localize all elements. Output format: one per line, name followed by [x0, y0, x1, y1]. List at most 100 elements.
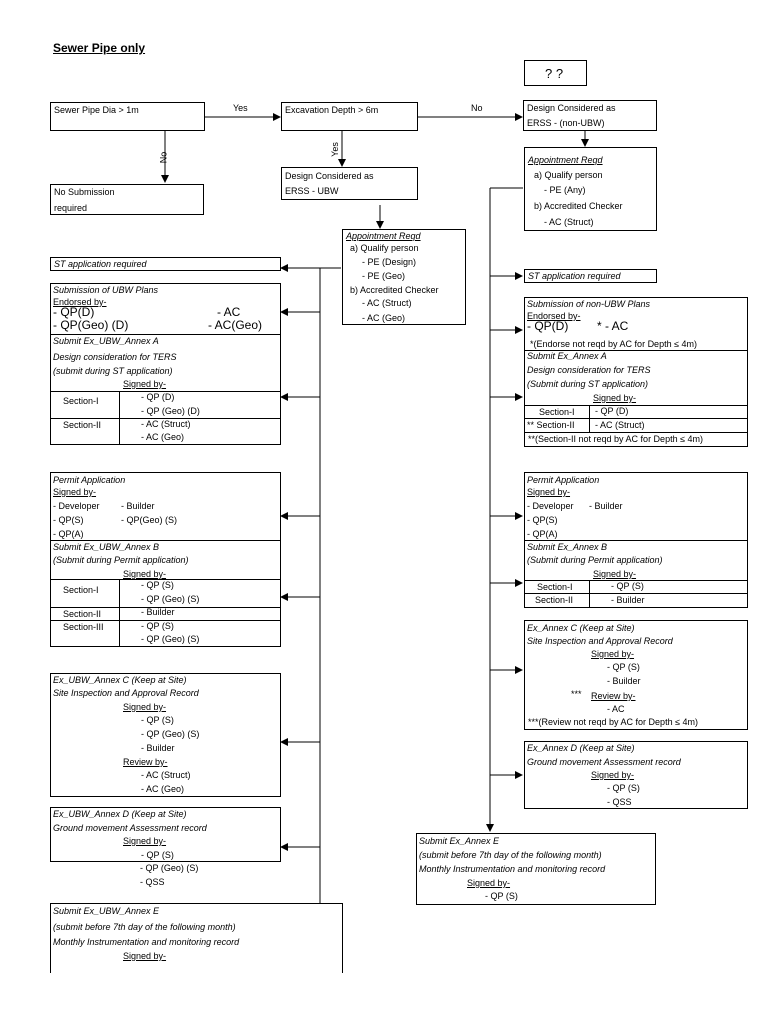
annex-e-line: (submit before 7th day of the following …	[419, 850, 602, 860]
reviewer: - AC	[607, 704, 625, 714]
section-label: Section-II	[63, 420, 102, 430]
appointment-mid-title: Appointment Reqd	[346, 231, 421, 241]
section-value: - QP (S)	[141, 580, 174, 590]
section-label: Section-I	[539, 407, 575, 417]
nonubw-note: **(Section-II not reqd by AC for Depth ≤…	[528, 434, 704, 444]
ubw-line-1: Design Considered as	[285, 171, 374, 181]
permit-signer: - QP(A)	[527, 529, 558, 539]
annex-e-title: Submit Ex_Annex E	[419, 836, 500, 846]
ubw-annex-b-title: Submit Ex_UBW_Annex B	[53, 542, 160, 552]
ubw-annex-d-title: Ex_UBW_Annex D (Keep at Site)	[53, 809, 187, 819]
appointment-right-box: Appointment Reqd a) Qualify person - PE …	[524, 147, 657, 231]
annex-a-line: Design consideration for TERS	[527, 365, 651, 375]
ubw-annex-a-line: Design consideration for TERS	[53, 352, 177, 362]
ubw-plans-title: Submission of UBW Plans	[53, 285, 159, 295]
permit-left-signed: Signed by-	[53, 487, 97, 497]
section-value: - AC (Geo)	[141, 432, 185, 442]
section-value: - QP (S)	[611, 581, 644, 591]
signer: - Builder	[141, 743, 175, 753]
divider	[51, 334, 280, 335]
ubw-annex-d-signed: Signed by-	[123, 836, 167, 846]
annex-e-box: Submit Ex_Annex E (submit before 7th day…	[416, 833, 656, 905]
section-value: - QP (D)	[595, 406, 629, 416]
nonubw-box: Design Considered as ERSS - (non-UBW)	[523, 100, 657, 131]
annex-c-note: ***(Review not reqd by AC for Depth ≤ 4m…	[528, 717, 699, 727]
section-value: - AC (Struct)	[595, 420, 645, 430]
permit-right-box: Permit Application Signed by- - Develope…	[524, 472, 748, 608]
annex-c-stars: ***	[571, 689, 582, 699]
ubw-plans-endorser: - QP(D)	[53, 305, 95, 319]
ubw-annex-c-box: Ex_UBW_Annex C (Keep at Site) Site Inspe…	[50, 673, 281, 797]
question-box: ? ?	[524, 60, 587, 86]
annex-d-box: Ex_Annex D (Keep at Site) Ground movemen…	[524, 741, 748, 809]
section-label: Section-III	[63, 622, 104, 632]
ubw-annex-e-line: Monthly Instrumentation and monitoring r…	[53, 937, 240, 947]
section-label: ** Section-II	[527, 420, 575, 430]
appointment-right-line: b) Accredited Checker	[534, 201, 623, 211]
permit-signer: - Builder	[121, 501, 155, 511]
reviewer: - AC (Geo)	[141, 784, 185, 794]
section-value: - Builder	[141, 607, 175, 617]
section-label: Section-I	[63, 585, 99, 595]
divider	[525, 350, 747, 351]
signer: - QP (S)	[607, 783, 640, 793]
nonubw-plans-title: Submission of non-UBW Plans	[527, 299, 651, 309]
permit-signer: - QP(S)	[527, 515, 558, 525]
divider	[525, 405, 747, 406]
nonubw-line-2: ERSS - (non-UBW)	[527, 118, 605, 128]
appointment-mid-line: a) Qualify person	[350, 243, 419, 253]
st-app-right-box: ST application required	[524, 269, 657, 283]
no-submission-line-1: No Submission	[54, 187, 115, 197]
ubw-annex-b-signed: Signed by-	[123, 569, 167, 579]
nonubw-plans-endorser: * - AC	[597, 319, 629, 333]
nonubw-plans-endorser: - QP(D)	[527, 319, 569, 333]
appointment-mid-line: - AC (Struct)	[362, 298, 412, 308]
annex-b-title: Submit Ex_Annex B	[527, 542, 608, 552]
ubw-annex-c-sub: Site Inspection and Approval Record	[53, 688, 199, 698]
permit-right-signed: Signed by-	[527, 487, 571, 497]
appointment-mid-line: - PE (Geo)	[362, 271, 406, 281]
signer: - QP (S)	[141, 850, 174, 860]
section-value: - Builder	[611, 595, 645, 605]
signer: - QP (S)	[141, 715, 174, 725]
ubw-plans-box: Submission of UBW Plans Endorsed by- - Q…	[50, 283, 281, 445]
yes-label-1: Yes	[233, 103, 248, 113]
nonubw-plans-endorsed: Endorsed by-	[527, 311, 581, 321]
nonubw-line-1: Design Considered as	[527, 103, 616, 113]
ubw-annex-a-signed: Signed by-	[123, 379, 167, 389]
no-submission-line-2: required	[54, 203, 88, 213]
ubw-annex-b-line: (Submit during Permit application)	[53, 555, 189, 565]
appointment-right-line: - AC (Struct)	[544, 217, 594, 227]
section-label: Section-II	[63, 609, 102, 619]
ubw-annex-e-line: (submit before 7th day of the following …	[53, 922, 236, 932]
page-title: Sewer Pipe only	[53, 41, 146, 55]
annex-c-sub: Site Inspection and Approval Record	[527, 636, 673, 646]
divider	[525, 593, 747, 594]
divider	[119, 579, 120, 646]
permit-signer: - QP(A)	[53, 529, 84, 539]
ubw-plans-endorser: - QP(Geo) (D)	[53, 318, 129, 332]
question-text: ? ?	[545, 66, 564, 81]
divider	[51, 540, 280, 541]
st-app-left-text: ST application required	[54, 259, 147, 269]
annex-e-signed: Signed by-	[467, 878, 511, 888]
ubw-plans-endorsed: Endorsed by-	[53, 297, 107, 307]
ubw-line-2: ERSS - UBW	[285, 186, 339, 196]
annex-c-signed: Signed by-	[591, 649, 635, 659]
signer: - Builder	[607, 676, 641, 686]
annex-c-box: Ex_Annex C (Keep at Site) Site Inspectio…	[524, 620, 748, 730]
permit-signer: - Builder	[589, 501, 623, 511]
section-value: - QP (S)	[141, 621, 174, 631]
section-label: Section-II	[535, 595, 574, 605]
section-value: - AC (Struct)	[141, 419, 191, 429]
appointment-right-line: a) Qualify person	[534, 170, 603, 180]
ubw-annex-c-signed: Signed by-	[123, 702, 167, 712]
appointment-right-line: - PE (Any)	[544, 185, 586, 195]
st-app-left-box: ST application required	[50, 257, 281, 271]
no-label-2: No	[471, 103, 483, 113]
signer: - QSS	[140, 877, 165, 887]
annex-d-title: Ex_Annex D (Keep at Site)	[527, 743, 635, 753]
annex-a-line: (Submit during ST application)	[527, 379, 649, 389]
section-label: Section-I	[537, 582, 573, 592]
